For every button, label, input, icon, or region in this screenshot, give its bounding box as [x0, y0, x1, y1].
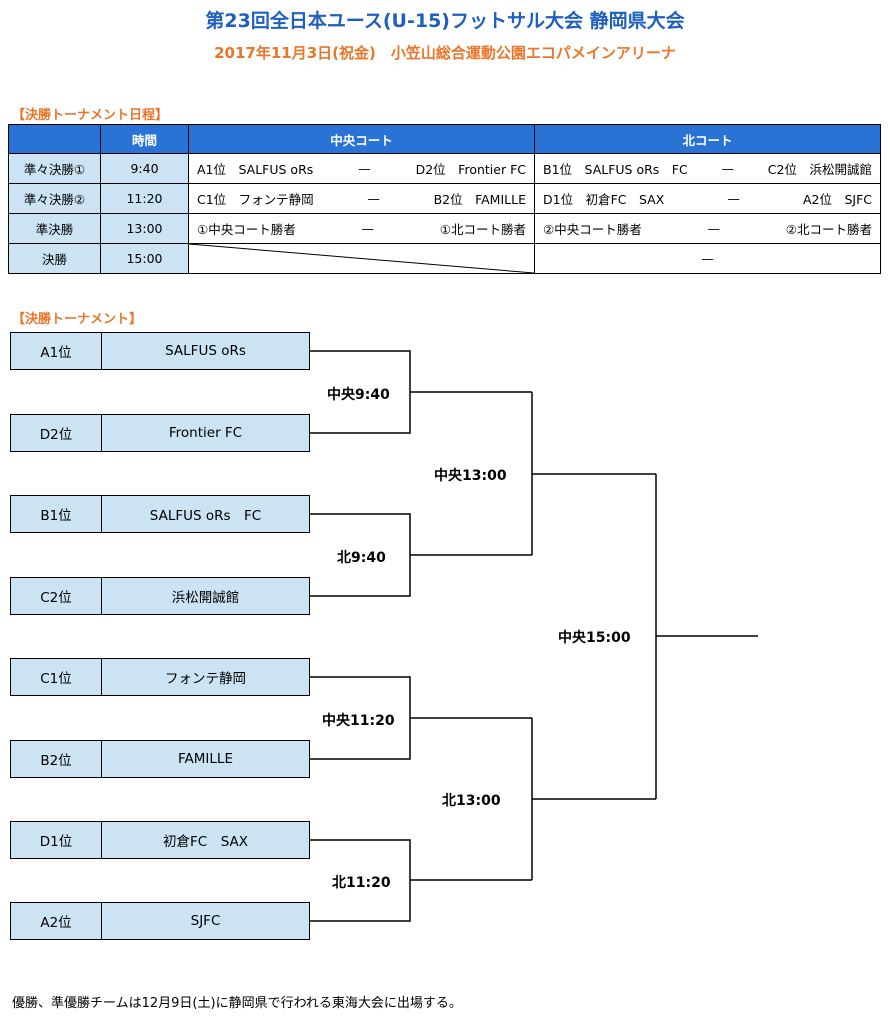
diagonal-line [189, 244, 534, 273]
team-seed: B2位 [11, 741, 102, 777]
schedule-section-title: 【決勝トーナメント日程】 [12, 108, 169, 123]
bracket-team: A1位 SALFUS oRs [10, 332, 310, 370]
page-title: 第23回全日本ユース(U-15)フットサル大会 静岡県大会 [205, 10, 685, 32]
match-dash: — [727, 191, 740, 206]
sf-match-label: 北13:00 [440, 790, 503, 810]
time-cell: 9:40 [100, 153, 189, 184]
match-away: A2位 SJFC [802, 192, 872, 207]
schedule-row: 決勝 15:00 — [8, 243, 881, 274]
bracket-team: B2位 FAMILLE [10, 740, 310, 778]
center-empty-cell [188, 243, 535, 274]
team-seed: D2位 [11, 415, 102, 451]
time-cell: 13:00 [100, 213, 189, 244]
team-name: 浜松開誠館 [171, 590, 240, 606]
header-center-court: 中央コート [188, 124, 535, 154]
match-away: B2位 FAMILLE [433, 192, 526, 207]
match-dash: — [361, 221, 375, 236]
team-name: Frontier FC [168, 425, 243, 441]
header-time: 時間 [100, 124, 189, 154]
bracket-team: A2位 SJFC [10, 902, 310, 940]
north-match-cell: — [534, 243, 881, 274]
north-match-cell: B1位 SALFUS oRs FC — C2位 浜松開誠館 [534, 153, 881, 184]
team-seed: A1位 [11, 333, 102, 369]
sf-match-label: 中央13:00 [432, 465, 509, 485]
team-name: フォンテ静岡 [165, 671, 246, 687]
bracket-team: D2位 Frontier FC [10, 414, 310, 452]
match-home: ①中央コート勝者 [197, 222, 296, 237]
qf-match-label: 北9:40 [335, 547, 388, 567]
team-name: FAMILLE [178, 751, 233, 767]
qf-match-label: 北11:20 [330, 872, 393, 892]
match-away: D2位 Frontier FC [415, 162, 526, 177]
team-name: SALFUS oRs FC [149, 508, 262, 524]
bracket-section-title: 【決勝トーナメント】 [12, 312, 143, 327]
schedule-table: 時間 中央コート 北コート 準々決勝① 9:40 A1位 SALFUS oRs … [8, 124, 881, 274]
north-match-cell: D1位 初倉FC SAX — A2位 SJFC [534, 183, 881, 214]
team-seed: C1位 [11, 659, 102, 695]
match-home: A1位 SALFUS oRs [197, 162, 314, 177]
final-match-label: 中央15:00 [556, 627, 633, 647]
match-dash: — [367, 191, 380, 206]
team-name: SALFUS oRs [165, 343, 246, 359]
qf-match-label: 中央9:40 [325, 384, 392, 404]
header-north-court: 北コート [534, 124, 881, 154]
round-cell: 準々決勝② [8, 183, 101, 214]
round-cell: 準決勝 [8, 213, 101, 244]
team-seed: A2位 [11, 903, 102, 939]
schedule-header-row: 時間 中央コート 北コート [8, 124, 881, 154]
match-dash: — [701, 251, 714, 266]
center-match-cell: A1位 SALFUS oRs — D2位 Frontier FC [188, 153, 535, 184]
match-dash: — [721, 161, 735, 176]
match-away: C2位 浜松開誠館 [767, 162, 872, 177]
team-seed: B1位 [11, 496, 102, 532]
round-cell: 決勝 [8, 243, 101, 274]
match-home: C1位 フォンテ静岡 [197, 192, 314, 207]
bracket-team: B1位 SALFUS oRs FC [10, 495, 310, 533]
qf-match-label: 中央11:20 [320, 710, 397, 730]
team-seed: D1位 [11, 822, 102, 858]
bracket-team: C1位 フォンテ静岡 [10, 658, 310, 696]
match-home: ②中央コート勝者 [543, 222, 642, 237]
team-name: 初倉FC SAX [163, 834, 248, 850]
schedule-row: 準々決勝① 9:40 A1位 SALFUS oRs — D2位 Frontier… [8, 153, 881, 184]
team-seed: C2位 [11, 578, 102, 614]
match-home: D1位 初倉FC SAX [543, 192, 665, 207]
match-dash: — [707, 221, 721, 236]
match-away: ①北コート勝者 [439, 222, 526, 237]
header-round [8, 124, 101, 154]
footer-note: 優勝、準優勝チームは12月9日(土)に静岡県で行われる東海大会に出場する。 [12, 996, 462, 1011]
team-name: SJFC [190, 913, 221, 929]
round-cell: 準々決勝① [8, 153, 101, 184]
match-home: B1位 SALFUS oRs FC [543, 162, 688, 177]
match-away: ②北コート勝者 [785, 222, 872, 237]
match-dash: — [358, 161, 371, 176]
time-cell: 15:00 [100, 243, 189, 274]
event-date-venue: 2017年11月3日(祝金) 小笠山総合運動公園エコパメインアリーナ [214, 44, 676, 62]
bracket-team: D1位 初倉FC SAX [10, 821, 310, 859]
bracket-team: C2位 浜松開誠館 [10, 577, 310, 615]
